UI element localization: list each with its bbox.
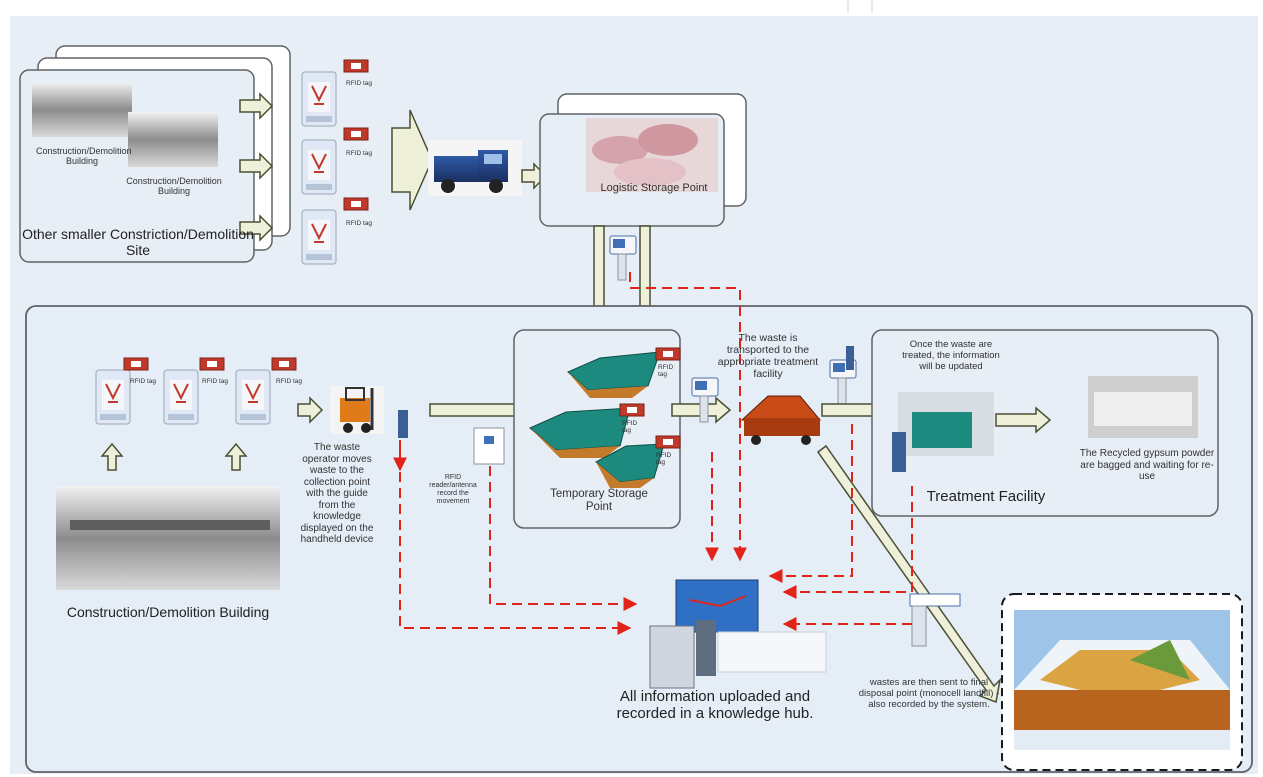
skip-bins: [529, 351, 665, 488]
small-sites-stack: [19, 45, 291, 263]
recycled-bags-image: [1088, 376, 1198, 438]
treatment-update-note: Once the waste are treated, the informat…: [902, 339, 1000, 372]
main-building-image: [56, 486, 280, 590]
truck-icon: [428, 140, 522, 196]
operator-note: The waste operator moves waste to the co…: [300, 442, 374, 545]
treatment-machine-icon: [892, 392, 994, 472]
treatment-facility-label: Treatment Facility: [926, 488, 1046, 505]
upper-bag-tag-label-2: RFID tag: [346, 150, 373, 157]
main-building-label: Construction/Demolition Building: [66, 604, 270, 620]
data-flow-dashed-lines: [393, 272, 913, 635]
logistic-storage-point: [539, 93, 747, 227]
big-arrow-to-truck: [391, 109, 433, 211]
disposal-note: wastes are then sent to final disposal p…: [858, 677, 1000, 710]
rfid-reader-note: RFID reader/antenna record the movement: [429, 474, 477, 506]
main-bag-tag-label-1: RFID tag: [130, 378, 157, 385]
temporary-storage-label: Temporary Storage Point: [550, 488, 648, 514]
forklift-icon: [330, 386, 384, 434]
stack-arrows: [239, 92, 274, 242]
bin-tag-label-3: RFID tag: [656, 452, 672, 467]
bin-tag-label-1: RFID tag: [658, 364, 674, 379]
arrow-to-landfill: [816, 444, 1002, 704]
transport-note: The waste is transported to the appropri…: [717, 332, 819, 381]
upper-bag-tag-label-1: RFID tag: [346, 80, 373, 87]
main-bag-tag-label-2: RFID tag: [202, 378, 229, 385]
recycled-note: The Recycled gypsum powder are bagged an…: [1079, 448, 1215, 482]
knowledge-hub-label: All information uploaded and recorded in…: [616, 688, 814, 723]
main-bag-tag-label-3: RFID tag: [276, 378, 303, 385]
upper-bag-tag-label-3: RFID tag: [346, 220, 373, 227]
small-sites-title: Other smaller Constriction/Demolition Si…: [22, 226, 254, 259]
bin-tag-label-2: RFID tag: [622, 420, 638, 435]
landfill-reader-icon: [909, 593, 961, 647]
landfill-illustration: [1014, 610, 1230, 750]
small-site-building-label-2: Construction/Demolition Building: [126, 176, 222, 197]
rfid-reader-icon: [473, 427, 505, 465]
mobile-crusher-icon: [740, 395, 822, 445]
small-site-building-label-1: Construction/Demolition Building: [36, 146, 132, 167]
up-arrows: [100, 442, 248, 471]
logistic-storage-label: Logistic Storage Point: [600, 182, 708, 194]
knowledge-hub-image: [649, 579, 827, 689]
